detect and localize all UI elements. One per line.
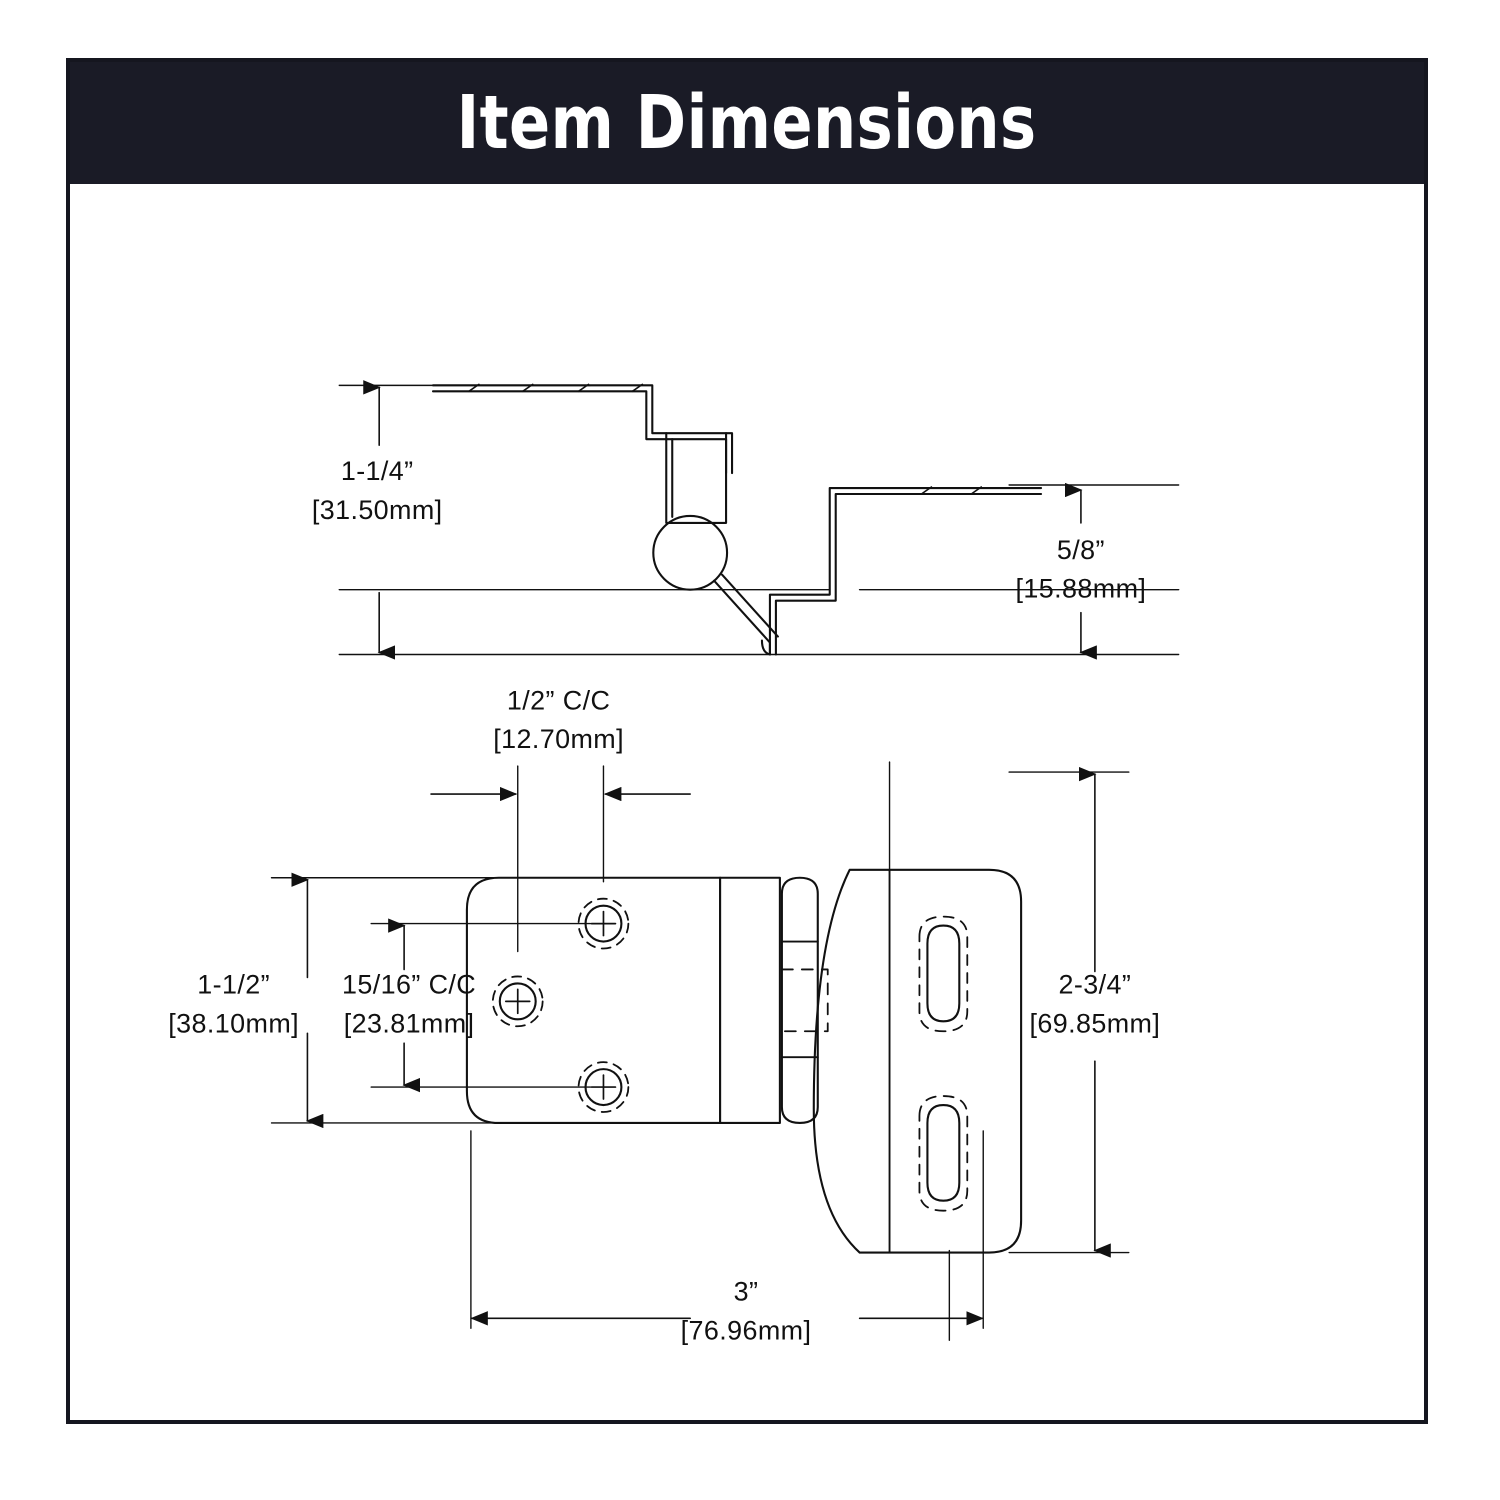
- dim-label-knob-height-metric: [69.85mm]: [1030, 1008, 1161, 1038]
- knob-body: [812, 868, 1023, 1254]
- face-plan-view: [270, 761, 1130, 1341]
- plate-right-section: [719, 876, 781, 1125]
- side-view-pivot-ball: [652, 514, 729, 591]
- screw-hole-middle: [491, 975, 544, 1028]
- side-view-tail-strap: [713, 573, 779, 656]
- mounting-plate: [465, 876, 722, 1125]
- dim-label-side-height-metric: [31.50mm]: [312, 495, 443, 525]
- dim-label-hole-spacing-v-imperial: 15/16” C/C: [342, 969, 476, 999]
- side-view-upper-leaf: [431, 383, 734, 475]
- hidden-detail-barrel: [780, 968, 829, 1033]
- dim-label-hole-spacing-h-imperial: 1/2” C/C: [507, 685, 610, 715]
- plan-view-extension-lines: [270, 761, 1130, 1341]
- dimension-labels: 1-1/4” [31.50mm] 5/8” [15.88mm] 1/2” C/C…: [168, 456, 1160, 1345]
- drawing-area: 1-1/4” [31.50mm] 5/8” [15.88mm] 1/2” C/C…: [70, 184, 1424, 1420]
- dim-label-knob-height-imperial: 2-3/4”: [1059, 969, 1132, 999]
- knob-slot-upper: [918, 915, 969, 1033]
- side-profile-view: [338, 380, 1180, 660]
- side-view-cup: [665, 432, 728, 524]
- dim-label-side-height-imperial: 1-1/4”: [341, 456, 414, 486]
- technical-drawing-svg: 1-1/4” [31.50mm] 5/8” [15.88mm] 1/2” C/C…: [168, 380, 1180, 1345]
- dim-label-plate-height-metric: [38.10mm]: [168, 1008, 299, 1038]
- sheet-frame: Item Dimensions: [66, 58, 1428, 1424]
- hinge-barrel: [780, 876, 819, 1125]
- dim-label-hole-spacing-v-metric: [23.81mm]: [344, 1008, 475, 1038]
- dim-label-plate-height-imperial: 1-1/2”: [197, 969, 270, 999]
- dim-label-side-offset-imperial: 5/8”: [1057, 535, 1105, 565]
- page-title: Item Dimensions: [457, 80, 1037, 166]
- dim-label-overall-width-imperial: 3”: [734, 1276, 759, 1306]
- dim-label-hole-spacing-h-metric: [12.70mm]: [493, 724, 624, 754]
- header-banner: Item Dimensions: [70, 62, 1424, 184]
- dim-label-side-offset-metric: [15.88mm]: [1016, 574, 1147, 604]
- side-view-extension-lines: [338, 384, 1180, 591]
- dim-label-overall-width-metric: [76.96mm]: [681, 1315, 812, 1345]
- screw-hole-top: [577, 897, 630, 950]
- knob-slot-lower: [918, 1095, 969, 1212]
- side-view-lower-leaf: [768, 486, 1043, 656]
